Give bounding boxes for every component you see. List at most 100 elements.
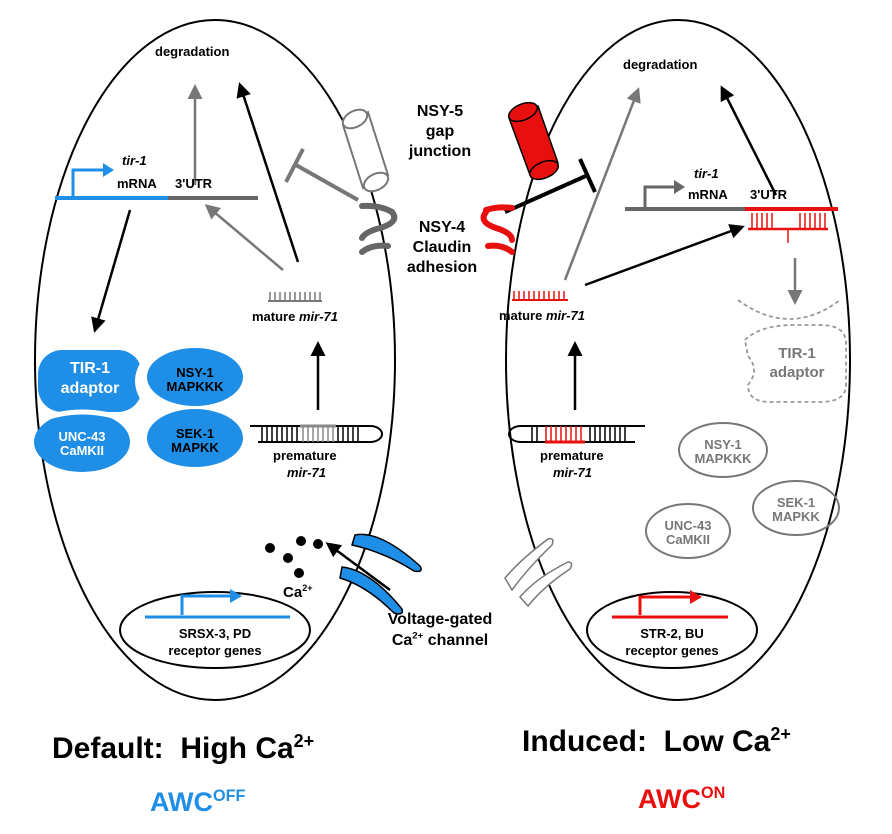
calcium-influx-arrow xyxy=(325,542,391,592)
left-unc43-label: UNC-43 CaMKII xyxy=(40,430,124,457)
left-state-caption: Default: High Ca2+ xyxy=(52,732,314,765)
right-mir-to-utr-arrow xyxy=(584,224,745,287)
left-promoter-arrowhead xyxy=(103,163,114,177)
gap-junction-line1: NSY-5 xyxy=(416,103,464,120)
left-sek1-line2: MAPKK xyxy=(171,439,219,455)
right-sek1-label: SEK-1 MAPKK xyxy=(755,496,837,523)
channel-ca: Ca xyxy=(391,631,413,649)
calcium-sup: 2+ xyxy=(302,583,313,593)
right-sek1-line2: MAPKK xyxy=(772,508,820,524)
left-tir1-notch xyxy=(135,360,152,402)
left-signaling-complex xyxy=(34,348,243,472)
left-degradation-label: degradation xyxy=(155,44,230,59)
right-sek1-line1: SEK-1 xyxy=(776,495,816,510)
gap-junction-line3: junction xyxy=(408,142,472,160)
left-receptor-promoter-head xyxy=(230,589,242,603)
left-mature-word: mature xyxy=(252,309,296,324)
left-inhibition-line xyxy=(295,163,359,202)
gap-junction-label: NSY-5 gap junction xyxy=(390,103,490,160)
left-utr-label: 3'UTR xyxy=(175,176,213,191)
right-promoter-arrow xyxy=(643,185,674,207)
left-tir1-adaptor-shape xyxy=(38,350,142,412)
left-sek1-label: SEK-1 MAPKK xyxy=(152,427,238,454)
right-nsy1-label: NSY-1 MAPKKK xyxy=(681,438,765,465)
left-receptor-label: SRSX-3, PD receptor genes xyxy=(140,627,290,657)
right-unc43-line2: CaMKII xyxy=(665,531,711,547)
right-gap-junction-hemichannel xyxy=(508,101,559,181)
left-promoter-arrow xyxy=(71,168,103,196)
right-mir-to-degradation-arrow xyxy=(563,87,641,281)
calcium-ions xyxy=(265,536,323,578)
left-tir1-adaptor-label: TIR-1 adaptor xyxy=(40,360,140,398)
right-tir1-adaptor-outline xyxy=(744,324,847,403)
left-receptor-line2: receptor genes xyxy=(168,642,262,658)
right-state-sup: 2+ xyxy=(770,724,791,744)
right-degradation-label: degradation xyxy=(623,57,698,72)
right-tir1-adaptor-crescent xyxy=(737,299,841,320)
right-state-text: Induced: Low Ca xyxy=(522,725,771,758)
left-unc43-shape xyxy=(34,412,130,472)
left-receptor-line1: SRSX-3, PD xyxy=(178,626,252,641)
left-mature-mir-name: mir-71 xyxy=(298,309,339,324)
right-sek1-outline xyxy=(752,480,840,536)
left-mir-to-utr-arrow xyxy=(204,204,284,271)
right-mrna-label: mRNA xyxy=(688,187,728,202)
right-unc43-line1: UNC-43 xyxy=(664,518,712,533)
right-nsy1-line2: MAPKKK xyxy=(694,450,752,466)
right-tir1-gene-label: tir-1 xyxy=(694,166,719,181)
left-nsy1-line1: NSY-1 xyxy=(176,365,214,380)
right-unc43-outline xyxy=(645,503,731,559)
left-claudin-nsy4 xyxy=(359,202,398,255)
left-unc43-crescent xyxy=(39,409,127,423)
gap-junction-line2: gap xyxy=(425,122,455,140)
right-utr-to-degradation-arrow xyxy=(720,85,778,196)
left-nsy1-line2: MAPKKK xyxy=(166,378,224,394)
right-bound-mir-ticks xyxy=(751,213,826,243)
right-premature-label: premature xyxy=(540,448,604,463)
right-tir1-line1: TIR-1 xyxy=(778,345,816,362)
right-promoter-arrowhead xyxy=(674,180,685,194)
channel-sup: 2+ xyxy=(412,630,424,642)
channel-line1: Voltage-gated xyxy=(387,611,493,628)
right-cell-outline xyxy=(505,19,851,701)
awc-off-base: AWC xyxy=(150,787,213,817)
right-mature-mir-name: mir-71 xyxy=(545,308,586,323)
claudin-label: NSY-4 Claudin adhesion xyxy=(392,219,492,276)
right-premature-hairpin xyxy=(508,425,645,444)
right-mature-mir-label: mature mir-71 xyxy=(499,309,585,323)
right-receptor-promoter xyxy=(638,595,690,615)
right-voltage-gated-channel xyxy=(504,537,573,608)
left-cell-outline xyxy=(34,19,396,701)
right-receptor-label: STR-2, BU receptor genes xyxy=(595,627,749,657)
left-mrna-to-tir1-arrow xyxy=(91,209,132,333)
awc-on-sup: ON xyxy=(701,784,726,802)
right-tir1-adaptor-label: TIR-1 adaptor xyxy=(748,346,846,381)
claudin-line3: adhesion xyxy=(406,258,478,276)
left-premature-hairpin xyxy=(250,424,383,443)
left-inhibition-bar xyxy=(284,148,305,183)
right-premature-mir-label: mir-71 xyxy=(553,465,593,480)
left-premature-mir-label: mir-71 xyxy=(287,465,327,480)
left-mature-mir-ticks xyxy=(269,292,321,301)
right-mature-word: mature xyxy=(499,308,543,323)
right-inhibition-line xyxy=(504,173,589,214)
channel-line2: Ca2+ channel xyxy=(370,630,510,650)
left-mir-to-degradation-arrow xyxy=(236,82,300,263)
left-unc43-line2: CaMKII xyxy=(59,442,105,458)
left-sek1-line1: SEK-1 xyxy=(175,426,215,441)
left-nsy1-shape xyxy=(147,348,243,406)
left-unc43-line1: UNC-43 xyxy=(58,429,106,444)
left-receptor-nucleus xyxy=(119,591,311,669)
left-sek1-shape xyxy=(147,409,243,467)
calcium-base: Ca xyxy=(283,584,303,601)
right-tir1-line2: adaptor xyxy=(769,363,825,381)
right-unc43-label: UNC-43 CaMKII xyxy=(648,519,728,546)
right-mature-mir-ticks xyxy=(513,291,565,300)
right-state-caption: Induced: Low Ca2+ xyxy=(522,724,791,758)
channel-tail: channel xyxy=(423,631,489,649)
left-nsy1-label: NSY-1 MAPKKK xyxy=(152,366,238,393)
left-gap-junction-hemichannel xyxy=(341,108,390,193)
left-voltage-gated-channel xyxy=(339,533,422,615)
